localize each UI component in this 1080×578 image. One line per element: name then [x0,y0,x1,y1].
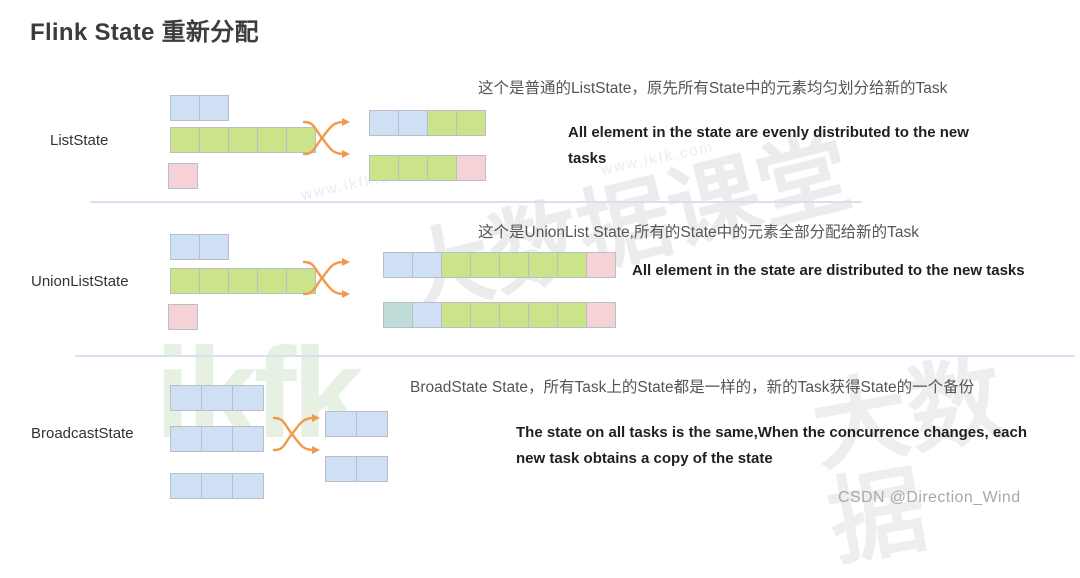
state-cell-pink [168,304,198,330]
broadcaststate-target-row-2 [325,456,388,482]
cross-redistribute-icon [300,112,356,166]
state-cell-green [427,110,457,136]
state-cell-green [170,127,200,153]
section-divider-1 [90,201,862,203]
state-cell-blue [170,426,202,452]
unionliststate-source-row-green [170,268,316,294]
broadcaststate-target-row-1 [325,411,388,437]
slide-canvas: ikfk 大数据课堂 大数据 www.ikfk.com www.ikfk.com… [30,19,1075,578]
state-cell-green [528,302,558,328]
broadcaststate-source-row-3 [170,473,264,499]
state-cell-blue [356,456,388,482]
state-cell-green [499,252,529,278]
state-cell-green [427,155,457,181]
state-cell-blue [201,473,233,499]
state-cell-blue [199,95,229,121]
sidebar-item-liststate: ListState [50,132,109,149]
state-cell-green [470,252,500,278]
state-cell-blue [369,110,399,136]
state-cell-blue [412,252,442,278]
state-cell-blue [232,385,264,411]
state-cell-blue [356,411,388,437]
state-cell-blue [201,426,233,452]
liststate-source-row-pink [168,163,198,189]
state-cell-blue [398,110,428,136]
liststate-cn-description: 这个是普通的ListState，原先所有State中的元素均匀划分给新的Task [478,80,948,97]
state-cell-pink [168,163,198,189]
state-cell-blue [201,385,233,411]
state-cell-green [557,252,587,278]
state-cell-blue [383,252,413,278]
state-cell-blue [325,456,357,482]
cross-redistribute-icon [300,252,356,306]
state-cell-green [228,127,258,153]
state-cell-green [470,302,500,328]
state-cell-green [528,252,558,278]
state-cell-green [286,127,316,153]
state-cell-blue [412,302,442,328]
state-cell-green [257,127,287,153]
state-cell-blue [232,473,264,499]
sidebar-item-unionliststate: UnionListState [31,273,129,290]
page-title: Flink State 重新分配 [30,19,259,46]
broadcaststate-en-description: The state on all tasks is the same,When … [516,424,1028,467]
sidebar-item-broadcaststate: BroadcastState [31,425,134,442]
liststate-source-row-blue [170,95,229,121]
broadcaststate-source-row-1 [170,385,264,411]
state-cell-green [257,268,287,294]
state-cell-green [441,302,471,328]
broadcaststate-source-row-2 [170,426,264,452]
liststate-source-row-green [170,127,316,153]
state-cell-blue [232,426,264,452]
state-cell-green [441,252,471,278]
unionliststate-target-row-1 [383,252,616,278]
cross-redistribute-icon [270,408,326,462]
state-cell-green [369,155,399,181]
state-cell-green [499,302,529,328]
unionliststate-en-description: All element in the state are distributed… [632,262,1025,279]
state-cell-green [557,302,587,328]
liststate-target-row-1 [369,110,486,136]
state-cell-teal [383,302,413,328]
state-cell-pink [456,155,486,181]
broadcaststate-cn-description: BroadState State，所有Task上的State都是一样的，新的Ta… [410,379,975,396]
state-cell-green [456,110,486,136]
unionliststate-source-row-blue [170,234,229,260]
liststate-en-description: All element in the state are evenly dist… [568,124,969,167]
state-cell-green [199,268,229,294]
state-cell-blue [170,473,202,499]
state-cell-pink [586,252,616,278]
state-cell-blue [199,234,229,260]
state-cell-blue [170,385,202,411]
state-cell-blue [325,411,357,437]
csdn-credit: CSDN @Direction_Wind [838,489,1021,506]
state-cell-green [170,268,200,294]
unionliststate-target-row-2 [383,302,616,328]
state-cell-green [228,268,258,294]
liststate-target-row-2 [369,155,486,181]
state-cell-blue [170,95,200,121]
section-divider-2 [75,355,1075,357]
state-cell-pink [586,302,616,328]
state-cell-blue [170,234,200,260]
state-cell-green [398,155,428,181]
unionliststate-cn-description: 这个是UnionList State,所有的State中的元素全部分配给新的Ta… [478,224,919,241]
unionliststate-source-row-pink [168,304,198,330]
state-cell-green [199,127,229,153]
state-cell-green [286,268,316,294]
